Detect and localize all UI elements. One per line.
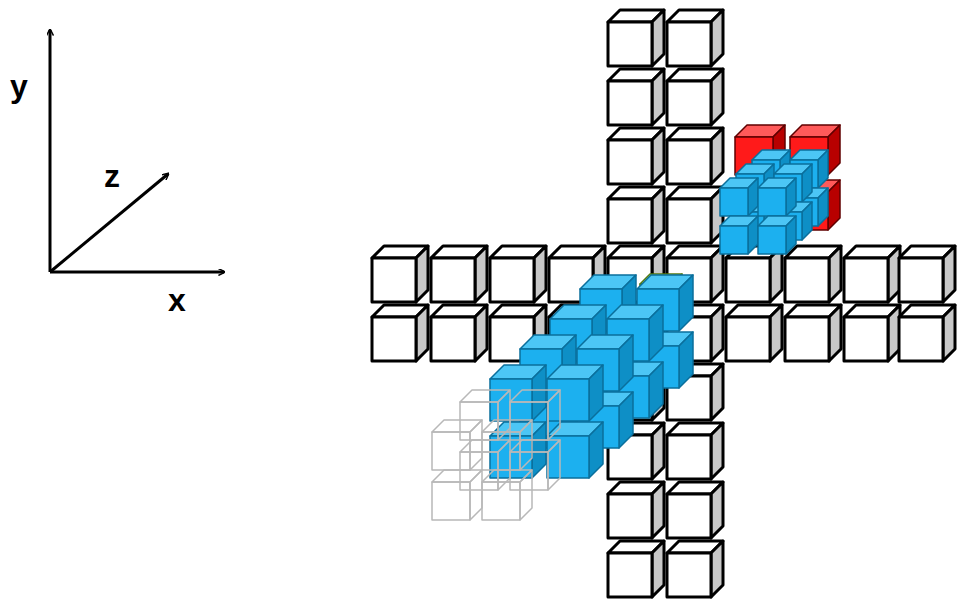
blue-cube <box>758 178 796 216</box>
ghost-cube <box>432 470 482 520</box>
white-cube <box>490 246 546 302</box>
blue-cube <box>720 216 758 254</box>
white-cube-cross <box>372 10 955 597</box>
y-axis <box>49 30 52 272</box>
ghost-cube <box>482 470 532 520</box>
white-cube <box>608 541 664 597</box>
white-cube <box>844 246 900 302</box>
axis-label: x <box>168 284 186 316</box>
white-cube <box>667 69 723 125</box>
white-cube <box>785 246 841 302</box>
white-cube <box>372 305 428 361</box>
small-blue-cube-block <box>720 150 828 254</box>
ghost-cube-block <box>432 390 560 520</box>
white-cube <box>608 69 664 125</box>
white-cube <box>667 10 723 66</box>
white-cube <box>667 482 723 538</box>
white-cube <box>667 128 723 184</box>
axes <box>50 30 224 272</box>
white-cube <box>667 541 723 597</box>
white-cube <box>608 187 664 243</box>
white-cube <box>667 187 723 243</box>
ghost-cube <box>482 420 532 470</box>
white-cube <box>785 305 841 361</box>
white-cube <box>899 305 955 361</box>
axis-label: z <box>104 160 120 192</box>
x-axis <box>50 271 224 274</box>
white-cube <box>431 305 487 361</box>
white-cube <box>726 305 782 361</box>
blue-cube <box>547 365 603 421</box>
blue-cube <box>720 178 758 216</box>
white-cube <box>667 423 723 479</box>
ghost-cube <box>432 420 482 470</box>
blue-cube <box>547 422 603 478</box>
blue-cube <box>758 216 796 254</box>
white-cube <box>608 482 664 538</box>
axis-label: y <box>10 70 28 102</box>
white-cube <box>431 246 487 302</box>
white-cube <box>608 10 664 66</box>
white-cube <box>372 246 428 302</box>
white-cube <box>844 305 900 361</box>
white-cube <box>899 246 955 302</box>
white-cube <box>608 128 664 184</box>
